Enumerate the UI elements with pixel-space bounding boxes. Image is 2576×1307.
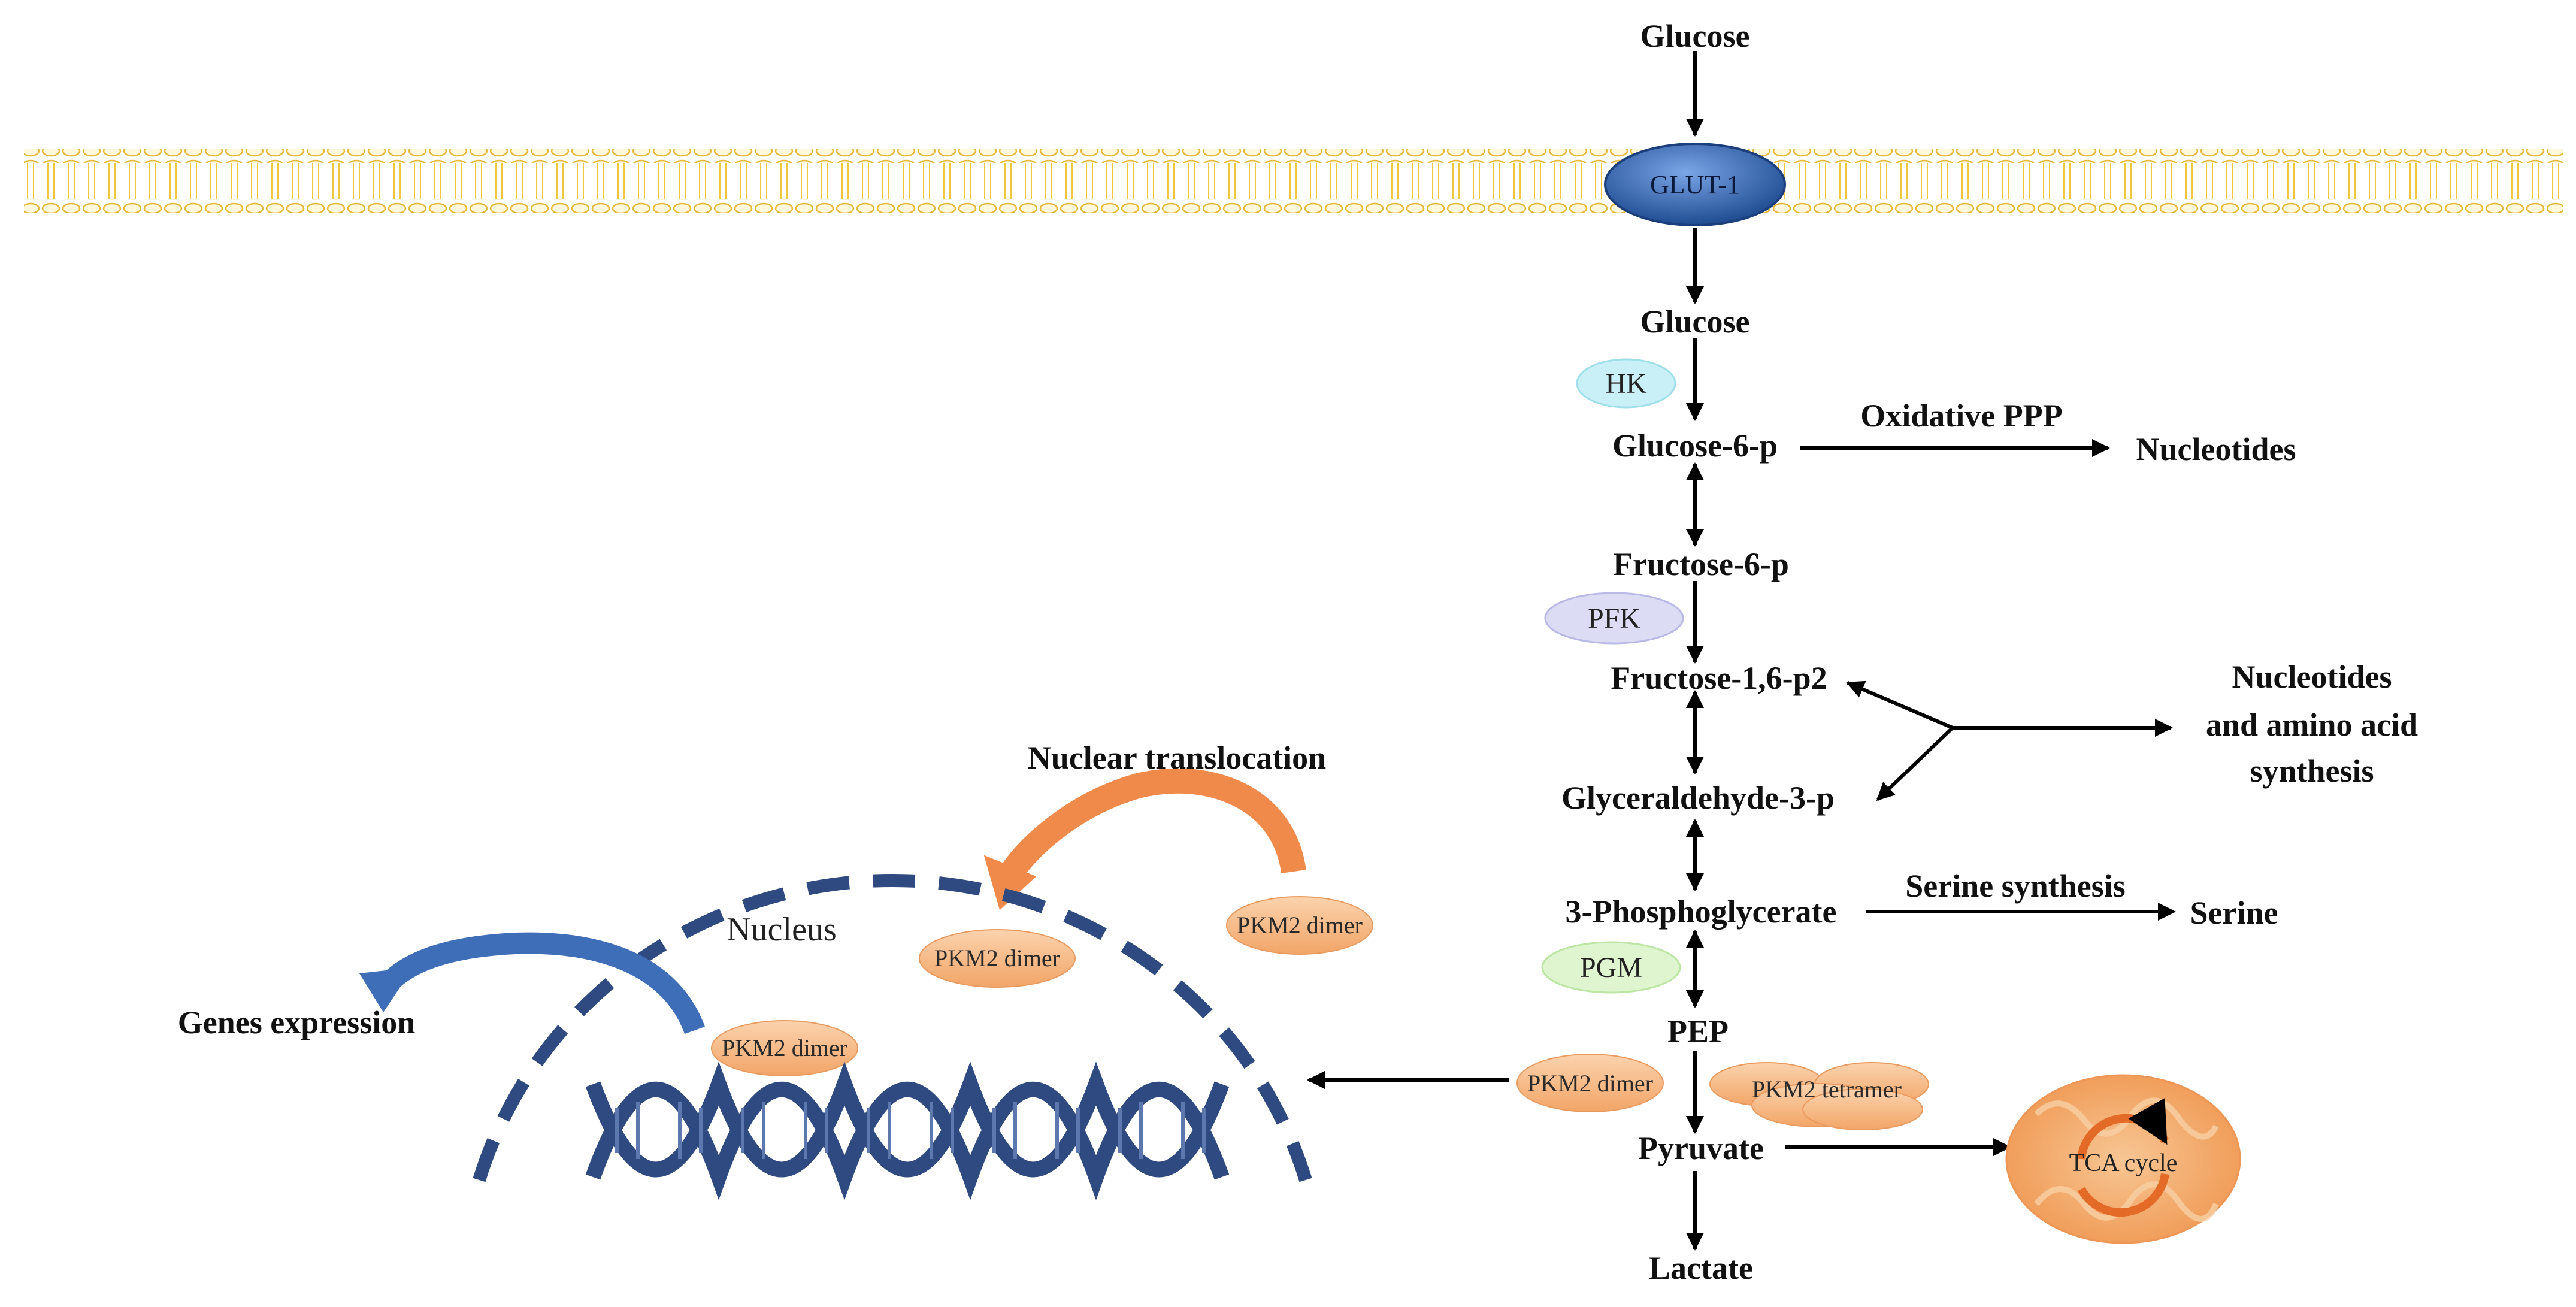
- nucleotides-aa-line3: synthesis: [2250, 753, 2374, 789]
- serine-label: Serine: [2190, 895, 2278, 931]
- pkm2-dimer-nucleus-label: PKM2 dimer: [934, 945, 1060, 972]
- nuclear-translocation-arrow: [983, 768, 1306, 910]
- pkm2-dimer-dna-label: PKM2 dimer: [722, 1034, 847, 1061]
- lactate-label: Lactate: [1649, 1250, 1753, 1286]
- nuclear-envelope: [473, 874, 1312, 1182]
- pfk-label: PFK: [1588, 603, 1640, 634]
- mitochondrion: TCA cycle: [2005, 1074, 2241, 1244]
- fructose-bisphosphate-label: Fructose-1,6-p2: [1611, 660, 1827, 696]
- 3-phosphoglycerate-label: 3-Phosphoglycerate: [1566, 894, 1837, 930]
- glucose-6-phosphate-label: Glucose-6-p: [1612, 428, 1778, 464]
- oxidative-ppp-label: Oxidative PPP: [1860, 398, 2062, 434]
- nucleotides-aa-line1: Nucleotides: [2232, 659, 2392, 695]
- pkm2-dimer-translocating: PKM2 dimer: [1226, 896, 1373, 955]
- pkm2-tetramer: PKM2 tetramer: [1709, 1062, 1929, 1130]
- tca-cycle-label: TCA cycle: [2069, 1149, 2178, 1177]
- glut1-transporter: GLUT-1: [1604, 143, 1786, 226]
- cell-membrane: [24, 149, 2563, 213]
- pkm2-dimer-cytosol-label: PKM2 dimer: [1527, 1070, 1653, 1097]
- tca-cycle-icon: [2077, 1097, 2169, 1160]
- pkm2-dimer-translocating-label: PKM2 dimer: [1237, 912, 1363, 939]
- genes-expression-label: Genes expression: [178, 1005, 416, 1040]
- pkm2-tetramer-label: PKM2 tetramer: [1752, 1076, 1902, 1103]
- genes-expression-arrow: [359, 932, 705, 1034]
- nucleus-label: Nucleus: [727, 911, 837, 948]
- nuclear-translocation-label: Nuclear translocation: [1028, 740, 1326, 776]
- pkm2-dimer-nucleus: PKM2 dimer: [919, 929, 1076, 988]
- glucose-extracellular-label: Glucose: [1640, 18, 1750, 54]
- serine-synthesis-label: Serine synthesis: [1905, 868, 2126, 904]
- pgm-label: PGM: [1580, 952, 1642, 984]
- pgm-enzyme: PGM: [1541, 941, 1681, 994]
- pep-label: PEP: [1667, 1013, 1729, 1049]
- pfk-enzyme: PFK: [1544, 592, 1684, 645]
- dna-helix-icon: [585, 1061, 1230, 1200]
- glut1-label: GLUT-1: [1650, 170, 1740, 199]
- branch-arrows: [1307, 439, 2176, 1156]
- fructose-6-phosphate-label: Fructose-6-p: [1613, 546, 1789, 582]
- nucleotides-label: Nucleotides: [2136, 431, 2296, 467]
- nucleotides-aa-line2: and amino acid: [2206, 707, 2418, 743]
- glyceraldehyde-3-phosphate-label: Glyceraldehyde-3-p: [1561, 780, 1835, 816]
- hk-enzyme: HK: [1576, 358, 1676, 409]
- hk-label: HK: [1605, 368, 1647, 400]
- pyruvate-label: Pyruvate: [1638, 1130, 1764, 1166]
- glucose-intracellular-label: Glucose: [1640, 304, 1750, 340]
- pkm2-dimer-cytosol: PKM2 dimer: [1516, 1054, 1664, 1112]
- pkm2-dimer-dna: PKM2 dimer: [711, 1020, 858, 1076]
